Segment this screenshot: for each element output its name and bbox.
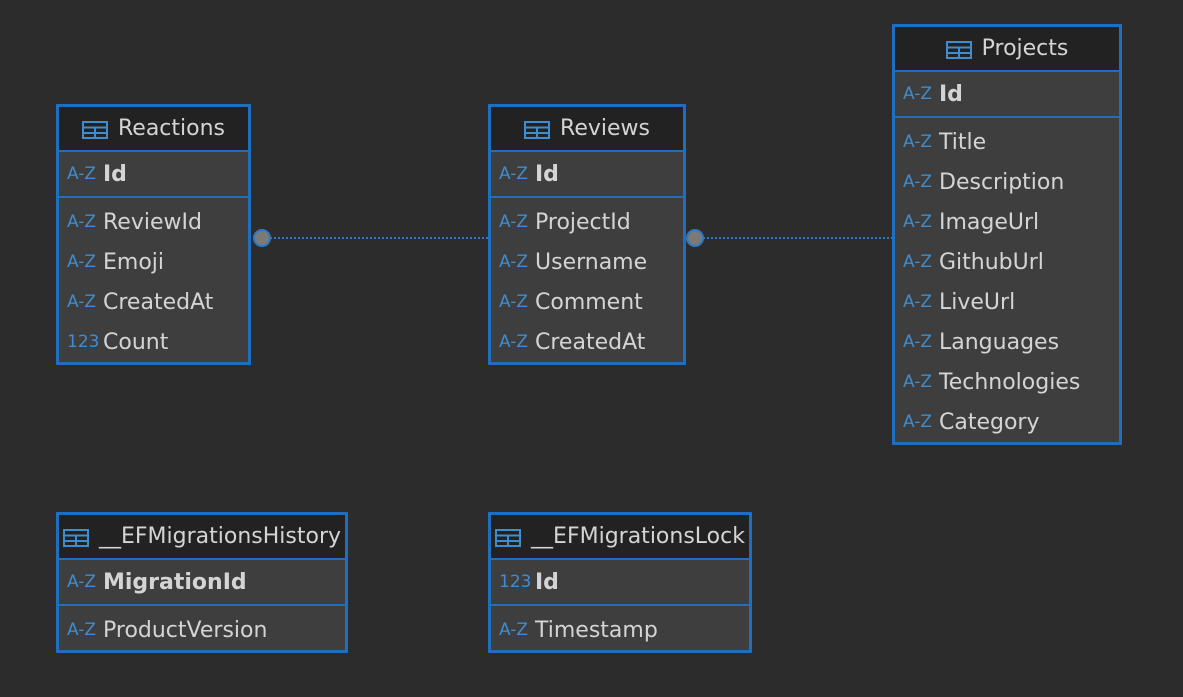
column-type-icon: A-Z — [499, 164, 529, 184]
column-type-icon: A-Z — [499, 332, 529, 352]
column-row[interactable]: A-Z GithubUrl — [895, 242, 1119, 282]
primary-key-row[interactable]: A-Z Id — [59, 152, 248, 198]
column-list: A-Z Timestamp — [491, 606, 749, 650]
table-header[interactable]: Reviews — [491, 107, 683, 152]
column-row[interactable]: A-Z Username — [491, 242, 683, 282]
primary-key-row[interactable]: A-Z Id — [491, 152, 683, 198]
column-type-icon: A-Z — [903, 252, 933, 272]
column-type-icon: A-Z — [903, 332, 933, 352]
table-title: Reviews — [560, 116, 650, 141]
table-grid-icon — [495, 528, 522, 547]
column-row[interactable]: A-Z Description — [895, 162, 1119, 202]
column-type-icon: A-Z — [903, 172, 933, 192]
column-row[interactable]: A-Z ReviewId — [59, 202, 248, 242]
column-name: CreatedAt — [103, 289, 214, 315]
primary-key-row[interactable]: A-Z Id — [895, 72, 1119, 118]
table-grid-icon — [524, 120, 551, 139]
table-grid-icon — [945, 40, 972, 59]
primary-key-name: MigrationId — [103, 569, 247, 595]
column-type-icon: A-Z — [903, 412, 933, 432]
column-name: ProjectId — [535, 209, 631, 235]
column-row[interactable]: A-Z Title — [895, 122, 1119, 162]
relationship-endpoint-reviews[interactable] — [686, 229, 704, 247]
column-name: Count — [103, 329, 169, 355]
column-row[interactable]: A-Z ImageUrl — [895, 202, 1119, 242]
column-type-icon: A-Z — [499, 620, 529, 640]
column-type-icon: A-Z — [903, 292, 933, 312]
column-name: Emoji — [103, 249, 165, 275]
column-name: Timestamp — [535, 617, 658, 643]
column-row[interactable]: A-Z ProjectId — [491, 202, 683, 242]
column-type-icon: 123 — [499, 572, 532, 592]
column-type-icon: A-Z — [903, 132, 933, 152]
column-name: Languages — [939, 329, 1060, 355]
column-type-icon: A-Z — [499, 212, 529, 232]
column-name: Comment — [535, 289, 643, 315]
primary-key-name: Id — [103, 161, 127, 187]
table-title: __EFMigrationsLock — [531, 524, 745, 549]
column-type-icon: A-Z — [499, 292, 529, 312]
column-type-icon: A-Z — [903, 212, 933, 232]
table-header[interactable]: Projects — [895, 27, 1119, 72]
column-row[interactable]: A-Z Languages — [895, 322, 1119, 362]
column-name: Description — [939, 169, 1065, 195]
table-grid-icon — [81, 120, 108, 139]
column-name: CreatedAt — [535, 329, 646, 355]
table-title: Reactions — [117, 116, 225, 141]
column-type-icon: A-Z — [67, 572, 97, 592]
table-title: __EFMigrationsHistory — [99, 524, 342, 549]
column-row[interactable]: A-Z ProductVersion — [59, 610, 345, 650]
column-type-icon: A-Z — [903, 372, 933, 392]
column-row[interactable]: A-Z Timestamp — [491, 610, 749, 650]
table-header[interactable]: __EFMigrationsHistory — [59, 515, 345, 560]
column-name: Username — [535, 249, 648, 275]
relationship-endpoint-reactions[interactable] — [253, 229, 271, 247]
column-row[interactable]: A-Z Emoji — [59, 242, 248, 282]
table-grid-icon — [63, 528, 89, 547]
column-type-icon: A-Z — [67, 620, 97, 640]
column-name: LiveUrl — [939, 289, 1016, 315]
column-list: A-Z ProductVersion — [59, 606, 345, 650]
primary-key-name: Id — [939, 81, 963, 107]
column-name: ImageUrl — [939, 209, 1040, 235]
column-name: Technologies — [939, 369, 1081, 395]
column-type-icon: A-Z — [67, 164, 97, 184]
column-type-icon: A-Z — [499, 252, 529, 272]
column-row[interactable]: A-Z CreatedAt — [59, 282, 248, 322]
column-type-icon: A-Z — [903, 84, 933, 104]
column-name: ProductVersion — [103, 617, 268, 643]
table-title: Projects — [981, 36, 1069, 61]
column-row[interactable]: A-Z Category — [895, 402, 1119, 442]
column-row[interactable]: A-Z LiveUrl — [895, 282, 1119, 322]
column-row[interactable]: A-Z CreatedAt — [491, 322, 683, 362]
column-name: ReviewId — [103, 209, 202, 235]
column-row[interactable]: A-Z Comment — [491, 282, 683, 322]
column-row[interactable]: A-Z Technologies — [895, 362, 1119, 402]
column-type-icon: A-Z — [67, 292, 97, 312]
column-name: Category — [939, 409, 1040, 435]
column-type-icon: A-Z — [67, 212, 97, 232]
column-name: Title — [939, 129, 987, 155]
primary-key-name: Id — [535, 161, 559, 187]
primary-key-name: Id — [535, 569, 559, 595]
column-type-icon: 123 — [67, 332, 100, 352]
table-header[interactable]: __EFMigrationsLock — [491, 515, 749, 560]
column-name: GithubUrl — [939, 249, 1044, 275]
column-type-icon: A-Z — [67, 252, 97, 272]
table-header[interactable]: Reactions — [59, 107, 248, 152]
primary-key-row[interactable]: A-Z MigrationId — [59, 560, 345, 606]
